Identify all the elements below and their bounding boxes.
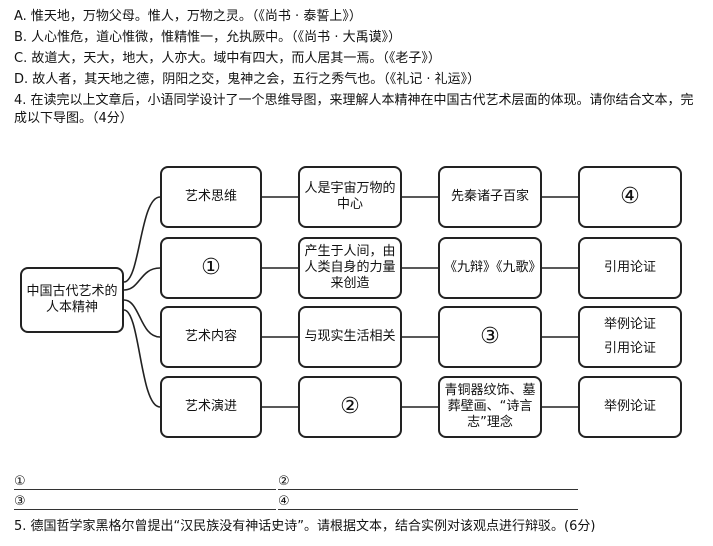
- answer-line-2[interactable]: [278, 489, 578, 490]
- row2-col4: 引用论证: [578, 237, 682, 299]
- option-d: D. 故人者，其天地之德，阴阳之交，鬼神之会，五行之秀气也。（《礼记 · 礼运》…: [14, 72, 481, 87]
- row2-col2: 产生于人间，由人类自身的力量来创造: [298, 237, 402, 299]
- option-a: A. 惟天地，万物父母。惟人，万物之灵。（《尚书 · 泰誓上》）: [14, 9, 362, 24]
- row1-col3: 先秦诸子百家: [438, 166, 542, 228]
- answer-line-1[interactable]: [14, 489, 276, 490]
- answer-line-4[interactable]: [278, 509, 578, 510]
- row1-col4-blank: ④: [578, 166, 682, 228]
- row4-col1: 艺术演进: [160, 376, 262, 438]
- answer-line-3[interactable]: [14, 509, 276, 510]
- row2-col3: 《九辩》《九歌》: [438, 237, 542, 299]
- branch-line-3: [123, 299, 161, 338]
- row3-col2: 与现实生活相关: [298, 306, 402, 368]
- answer-label-1: ①: [14, 474, 26, 489]
- row4-col2-blank: ②: [298, 376, 402, 438]
- row1-col2: 人是宇宙万物的中心: [298, 166, 402, 228]
- question-4: 4. 在读完以上文章后，小语同学设计了一个思维导图，来理解人本精神在中国古代艺术…: [14, 93, 694, 126]
- answer-label-4: ④: [278, 494, 290, 509]
- branch-line-4: [123, 309, 161, 408]
- answer-label-3: ③: [14, 494, 26, 509]
- option-b: B. 人心惟危，道心惟微，惟精惟一，允执厥中。（《尚书 · 大禹谟》）: [14, 30, 402, 45]
- mindmap-root: 中国古代艺术的人本精神: [20, 267, 124, 333]
- row3-col1: 艺术内容: [160, 306, 262, 368]
- row3-col4: 举例论证 引用论证: [578, 306, 682, 368]
- row2-col1-blank: ①: [160, 237, 262, 299]
- row4-col4: 举例论证: [578, 376, 682, 438]
- option-c: C. 故道大，天大，地大，人亦大。域中有四大，而人居其一焉。（《老子》）: [14, 51, 441, 66]
- branch-line-1: [123, 196, 161, 283]
- branch-line-2: [123, 267, 161, 291]
- row1-col1: 艺术思维: [160, 166, 262, 228]
- row4-col3: 青铜器纹饰、墓葬壁画、“诗言志”理念: [438, 376, 542, 438]
- question-5: 5. 德国哲学家黑格尔曾提出“汉民族没有神话史诗”。请根据文本，结合实例对该观点…: [14, 519, 596, 534]
- row3-col3-blank: ③: [438, 306, 542, 368]
- answer-label-2: ②: [278, 474, 290, 489]
